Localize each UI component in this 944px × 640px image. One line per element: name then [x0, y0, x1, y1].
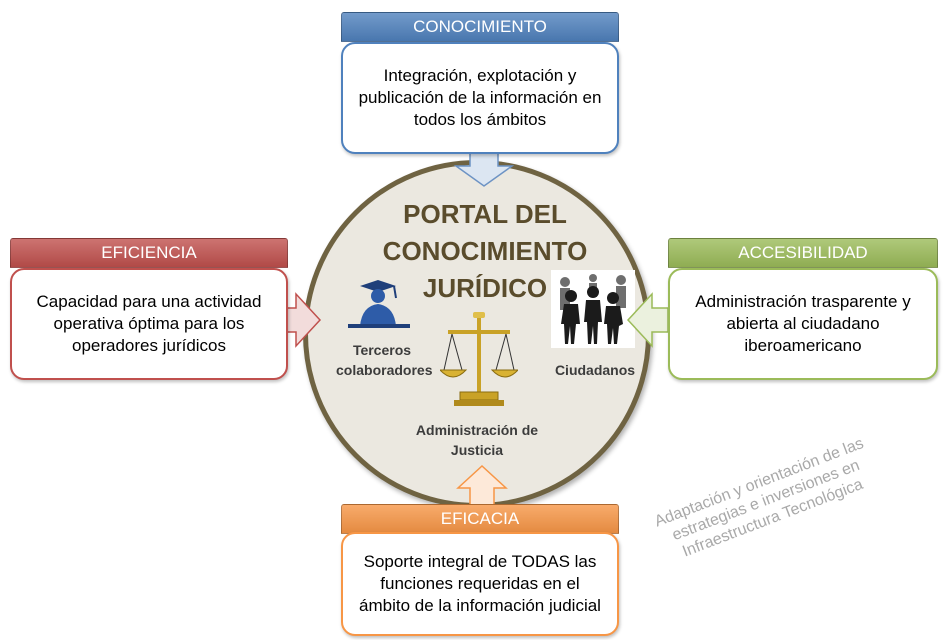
scales-icon: [440, 312, 518, 406]
box-accesibilidad: Administración trasparente y abierta al …: [668, 268, 938, 380]
portal-title: PORTAL DEL CONOCIMIENTO JURÍDICO: [382, 199, 588, 303]
strategy-note: Adaptación y orientación de las estrateg…: [652, 434, 867, 561]
citizens-icon: [551, 270, 635, 348]
tab-eficacia: EFICACIA: [341, 504, 619, 534]
box-eficacia: Soporte integral de TODAS las funciones …: [341, 532, 619, 636]
tab-conocimiento: CONOCIMIENTO: [341, 12, 619, 42]
actor-justicia: Administración de Justicia: [415, 422, 539, 458]
box-conocimiento: Integración, explotación y publicación d…: [341, 42, 619, 154]
tab-accesibilidad: ACCESIBILIDAD: [668, 238, 938, 268]
actor-ciudadanos: Ciudadanos: [554, 362, 636, 378]
tab-eficiencia: EFICIENCIA: [10, 238, 288, 268]
actor-terceros: Terceros colaboradores: [336, 342, 433, 378]
graduate-icon: [348, 280, 410, 328]
box-eficiencia: Capacidad para una actividad operativa ó…: [10, 268, 288, 380]
